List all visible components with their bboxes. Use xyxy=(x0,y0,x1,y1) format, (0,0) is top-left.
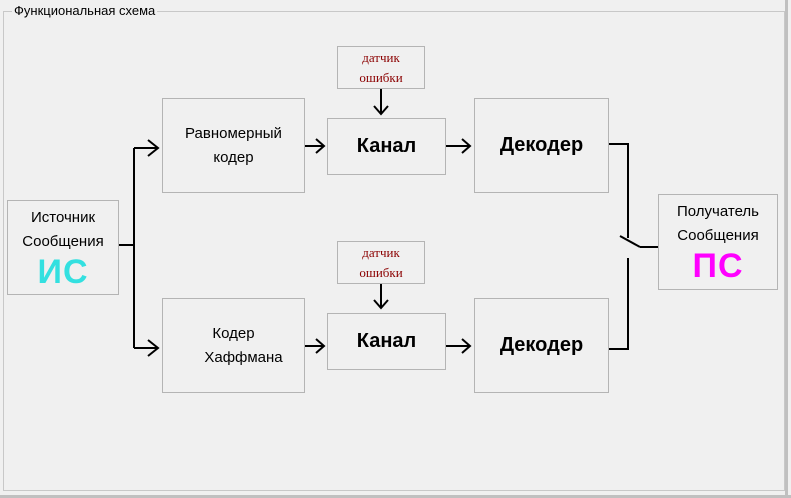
arrowhead-top-channel xyxy=(315,138,326,154)
bottom-channel-label: Канал xyxy=(356,330,417,352)
switch-blade xyxy=(619,235,641,248)
top-channel-box: Канал xyxy=(327,118,446,175)
top-decoder-box: Декодер xyxy=(474,98,609,193)
top-error-sensor-box: датчик ошибки xyxy=(337,46,425,89)
bottom-sensor-line1: датчик xyxy=(362,244,400,260)
top-decoder-label: Декодер xyxy=(499,134,584,156)
uniform-coder-box: Равномерный кодер xyxy=(162,98,305,193)
receiver-abbr: ПС xyxy=(692,247,744,285)
bottom-decoder-label: Декодер xyxy=(499,334,584,356)
arrowhead-top-coder xyxy=(147,139,160,157)
window-right-edge xyxy=(785,0,788,498)
wire-top-decoder-switch xyxy=(609,143,629,238)
arrowhead-bottom-decoder xyxy=(461,338,472,354)
huffman-coder-line2: Хаффмана xyxy=(204,348,283,366)
functional-scheme-group xyxy=(3,11,785,491)
receiver-line2: Сообщения xyxy=(677,227,759,244)
huffman-coder-line1: Кодер xyxy=(212,324,255,342)
top-channel-label: Канал xyxy=(356,135,417,157)
window-bottom-edge xyxy=(0,495,791,498)
arrowhead-bottom-coder xyxy=(147,339,160,357)
wire-bottom-decoder-switch xyxy=(609,258,629,350)
uniform-coder-line2: кодер xyxy=(213,148,254,166)
arrowhead-top-decoder xyxy=(461,138,472,154)
top-sensor-line1: датчик xyxy=(362,49,400,65)
bottom-decoder-box: Декодер xyxy=(474,298,609,393)
arrowhead-bottom-sensor xyxy=(373,299,389,310)
bottom-sensor-line2: ошибки xyxy=(359,264,403,280)
receiver-line1: Получатель xyxy=(677,203,759,220)
group-title: Функциональная схема xyxy=(12,3,158,18)
source-abbr: ИС xyxy=(37,252,89,291)
receiver-box: Получатель Сообщения ПС xyxy=(658,194,778,290)
source-line1: Источник xyxy=(30,208,96,226)
bottom-channel-box: Канал xyxy=(327,313,446,370)
uniform-coder-line1: Равномерный xyxy=(185,124,282,142)
arrowhead-top-sensor xyxy=(373,105,389,116)
source-box: Источник Сообщения ИС xyxy=(7,200,119,295)
source-line2: Сообщения xyxy=(22,232,104,250)
huffman-coder-box: Кодер Хаффмана xyxy=(162,298,305,393)
top-sensor-line2: ошибки xyxy=(359,69,403,85)
bottom-error-sensor-box: датчик ошибки xyxy=(337,241,425,284)
arrowhead-bottom-channel xyxy=(315,338,326,354)
